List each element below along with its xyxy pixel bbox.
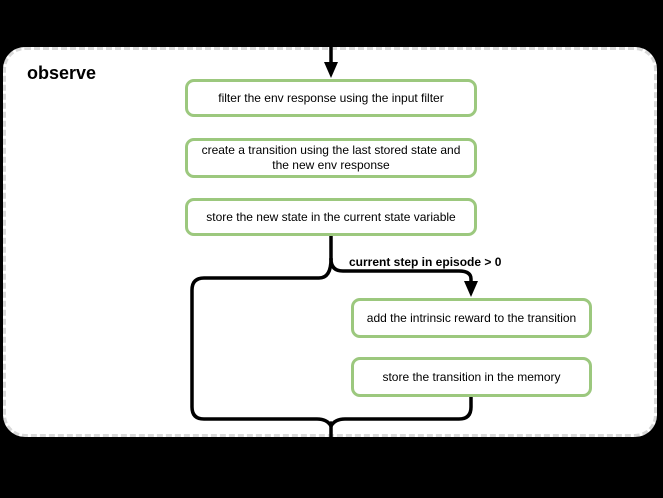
flow-node-add-intrinsic-reward: add the intrinsic reward to the transiti… [351, 298, 592, 338]
flow-node-store-transition: store the transition in the memory [351, 357, 592, 397]
flow-node-filter-env-response: filter the env response using the input … [185, 79, 477, 117]
condition-label: current step in episode > 0 [349, 255, 502, 269]
flow-node-store-new-state: store the new state in the current state… [185, 198, 477, 236]
flow-node-create-transition: create a transition using the last store… [185, 138, 477, 178]
group-title: observe [27, 63, 97, 83]
